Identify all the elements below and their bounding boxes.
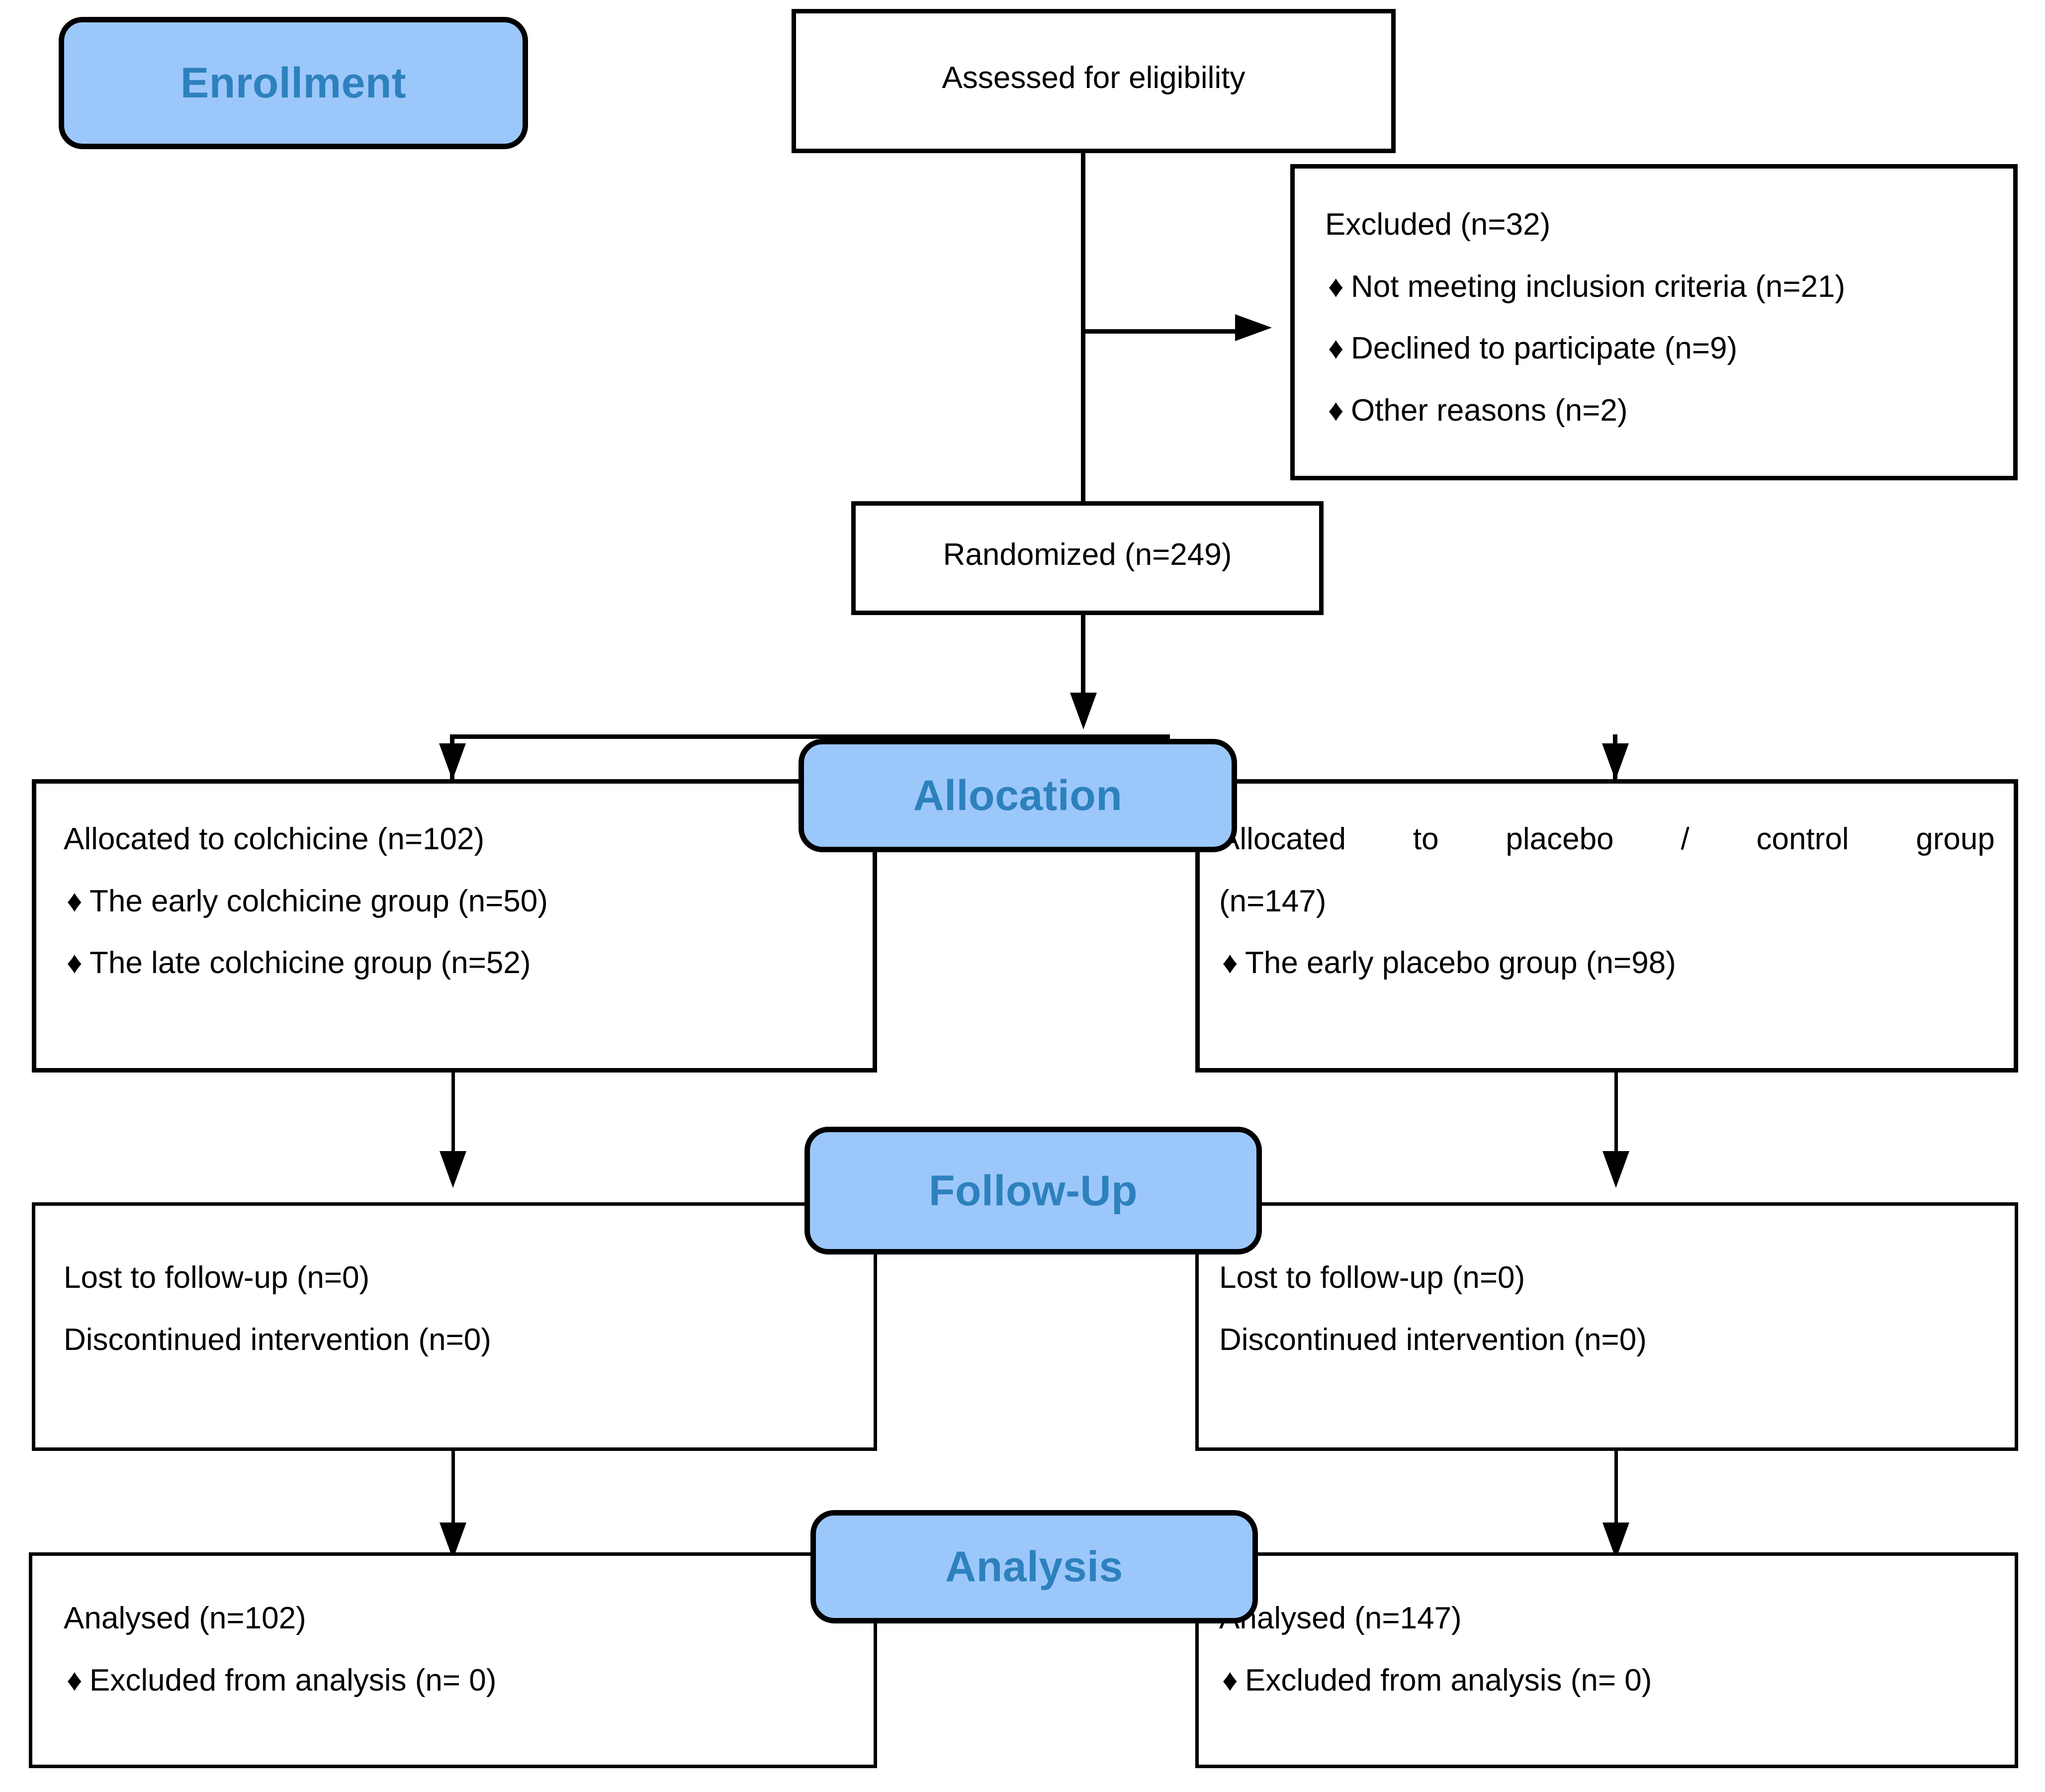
analysis-right-item: ♦Excluded from analysis (n= 0) (1219, 1661, 1995, 1701)
randomized-text: Randomized (n=249) (851, 535, 1324, 575)
excluded-text: Excluded (n=32) ♦Not meeting inclusion c… (1325, 205, 1991, 431)
stage-banner-enrollment: Enrollment (59, 17, 528, 149)
assessed-for-eligibility-label: Assessed for eligibility (942, 61, 1245, 95)
assessed-for-eligibility-box (792, 9, 1396, 153)
followup-left-line: Lost to follow-up (n=0) (64, 1260, 370, 1295)
analysis-right-item-label: Excluded from analysis (n= 0) (1245, 1663, 1652, 1698)
arrow-to-right-followup-box (1602, 1151, 1629, 1188)
analysis-right-title: Analysed (n=147) (1219, 1601, 1462, 1635)
analysis-left-text: Analysed (n=102) ♦Excluded from analysis… (64, 1599, 849, 1701)
allocation-left-box (32, 779, 877, 1073)
stage-banner-enrollment-label: Enrollment (180, 59, 407, 107)
stage-banner-followup: Follow-Up (804, 1127, 1262, 1254)
stage-banner-analysis: Analysis (810, 1510, 1258, 1623)
diamond-bullet-icon: ♦ (1328, 331, 1344, 366)
diamond-bullet-icon: ♦ (1328, 269, 1344, 304)
excluded-reason-label: Other reasons (n=2) (1351, 393, 1628, 428)
excluded-box (1290, 164, 2018, 480)
diamond-bullet-icon: ♦ (1328, 393, 1344, 428)
allocation-right-box (1195, 779, 2018, 1073)
followup-right-line: Discontinued intervention (n=0) (1219, 1322, 1647, 1357)
allocation-right-item: ♦The early placebo group (n=98) (1219, 943, 1995, 984)
followup-right-box (1195, 1202, 2018, 1451)
connector-left-allocation-to-followup (451, 1073, 455, 1182)
arrow-randomized-split (1070, 693, 1097, 729)
followup-left-box (32, 1202, 877, 1451)
connector-assessed-to-randomized (1081, 153, 1085, 501)
excluded-reason-item: ♦Other reasons (n=2) (1325, 391, 1991, 431)
allocation-left-item: ♦The early colchicine group (n=50) (64, 882, 849, 922)
excluded-reason-item: ♦Declined to participate (n=9) (1325, 329, 1991, 369)
stage-banner-allocation: Allocation (799, 739, 1237, 852)
randomized-box (851, 501, 1324, 615)
followup-right-line: Lost to follow-up (n=0) (1219, 1260, 1525, 1295)
connector-randomized-down (1081, 615, 1085, 699)
followup-left-text: Lost to follow-up (n=0) Discontinued int… (64, 1258, 849, 1360)
allocation-left-item-label: The early colchicine group (n=50) (89, 884, 548, 918)
arrow-to-left-followup-box (440, 1151, 466, 1188)
excluded-reason-label: Declined to participate (n=9) (1351, 331, 1738, 366)
analysis-left-item-label: Excluded from analysis (n= 0) (89, 1663, 497, 1698)
allocation-right-item-label: The early placebo group (n=98) (1245, 946, 1676, 981)
connector-right-followup-to-analysis (1614, 1451, 1618, 1554)
diamond-bullet-icon: ♦ (67, 1663, 83, 1698)
connector-assessed-to-excluded (1081, 329, 1235, 334)
arrow-to-left-allocation-box (439, 743, 466, 780)
assessed-for-eligibility-text: Assessed for eligibility (792, 58, 1396, 98)
arrow-to-excluded-box (1235, 314, 1272, 341)
allocation-right-title-line2: (n=147) (1219, 884, 1327, 918)
stage-banner-allocation-label: Allocation (913, 772, 1123, 819)
diamond-bullet-icon: ♦ (1222, 1663, 1238, 1698)
allocation-left-title: Allocated to colchicine (n=102) (64, 822, 485, 856)
analysis-right-text: Analysed (n=147) ♦Excluded from analysis… (1219, 1599, 1995, 1701)
stage-banner-followup-label: Follow-Up (928, 1166, 1138, 1215)
excluded-reason-label: Not meeting inclusion criteria (n=21) (1351, 269, 1846, 304)
connector-right-allocation-to-followup (1614, 1073, 1618, 1182)
allocation-left-item: ♦The late colchicine group (n=52) (64, 943, 849, 984)
followup-left-line: Discontinued intervention (n=0) (64, 1322, 491, 1357)
excluded-title: Excluded (n=32) (1325, 207, 1551, 242)
arrow-to-right-allocation-box (1602, 743, 1629, 780)
excluded-reason-item: ♦Not meeting inclusion criteria (n=21) (1325, 267, 1991, 307)
diamond-bullet-icon: ♦ (67, 946, 83, 981)
stage-banner-analysis-label: Analysis (945, 1543, 1123, 1591)
followup-right-text: Lost to follow-up (n=0) Discontinued int… (1219, 1258, 1995, 1360)
connector-left-followup-to-analysis (451, 1451, 455, 1554)
allocation-left-text: Allocated to colchicine (n=102) ♦The ear… (64, 819, 849, 984)
split-bar-allocation (450, 734, 1170, 739)
analysis-left-title: Analysed (n=102) (64, 1601, 306, 1635)
allocation-right-text: Allocated to placebo / control group (n=… (1219, 819, 1995, 984)
diamond-bullet-icon: ♦ (1222, 946, 1238, 981)
analysis-right-box (1195, 1552, 2018, 1768)
analysis-left-item: ♦Excluded from analysis (n= 0) (64, 1661, 849, 1701)
diamond-bullet-icon: ♦ (67, 884, 83, 918)
analysis-left-box (29, 1552, 877, 1768)
randomized-label: Randomized (n=249) (943, 538, 1232, 572)
allocation-right-title-line1: Allocated to placebo / control group (1219, 822, 1995, 856)
allocation-left-item-label: The late colchicine group (n=52) (89, 946, 531, 981)
